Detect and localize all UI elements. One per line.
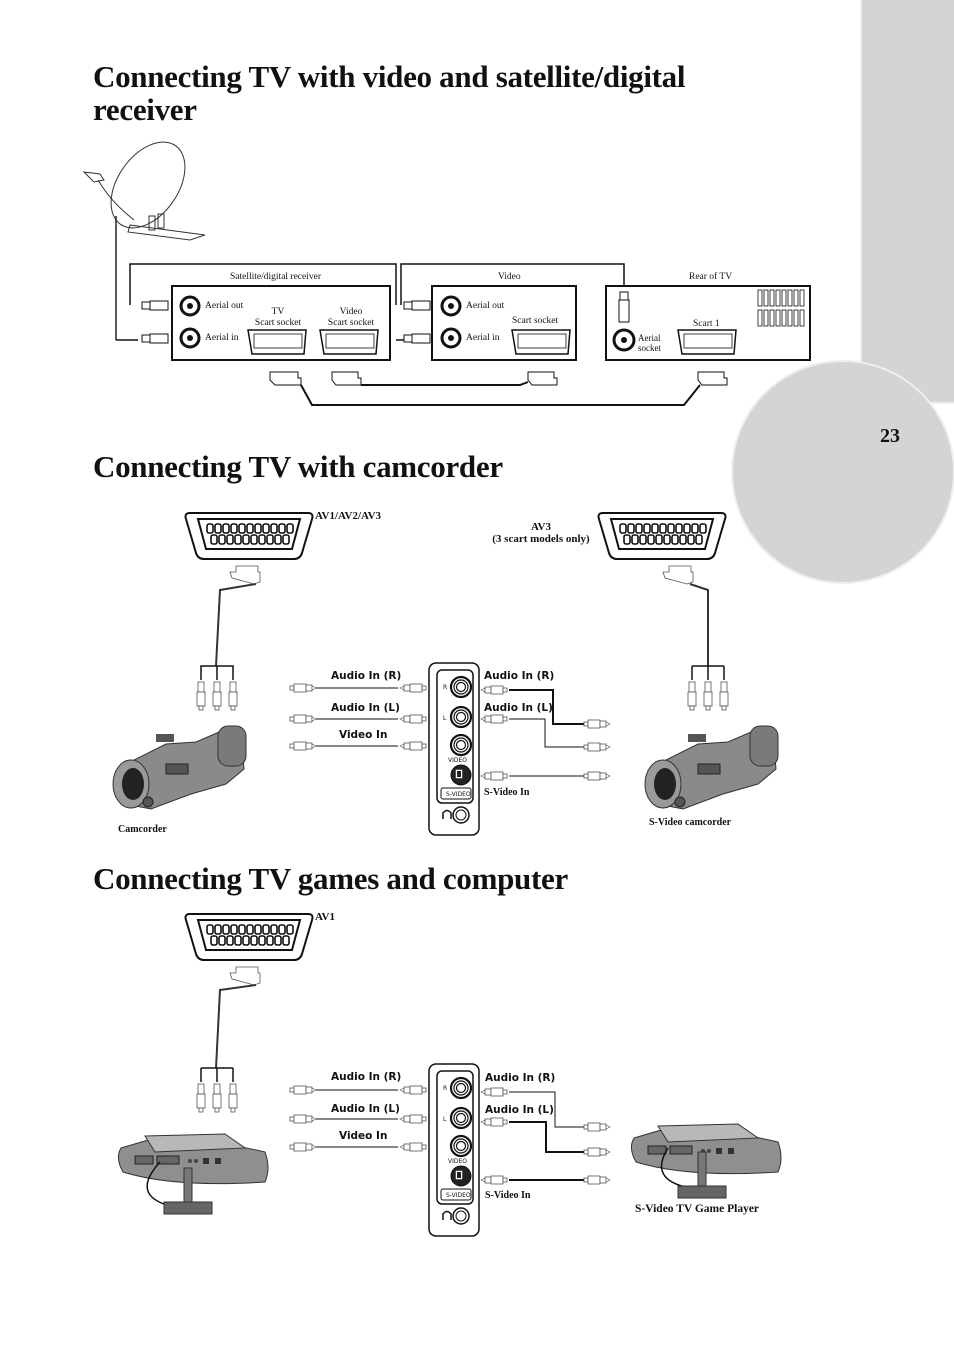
receiver-label: Satellite/digital receiver xyxy=(230,272,322,282)
scart-plug-games xyxy=(229,966,261,986)
side-av-panel-games xyxy=(429,1064,479,1236)
panel-label-l: L xyxy=(443,715,447,722)
section-title-satellite: Connecting TV with video and satellite/d… xyxy=(93,59,686,127)
games-panel-label-video: VIDEO xyxy=(448,1158,468,1165)
device-label-camcorder: Camcorder xyxy=(118,824,167,835)
games-cable-label-audio-r-right: Audio In (R) xyxy=(485,1072,556,1084)
games-panel-label-svideo: S-VIDEO xyxy=(446,1192,471,1199)
page-number-circle xyxy=(731,360,954,584)
scart-plug-left xyxy=(229,565,261,585)
games-cable-label-audio-l-left: Audio In (L) xyxy=(331,1103,400,1115)
scart-plug-icons xyxy=(269,371,728,386)
camcorder-icon xyxy=(112,725,247,810)
section-title-games: Connecting TV games and computer xyxy=(93,861,568,896)
video-aerial-out: Aerial out xyxy=(466,301,505,311)
receiver-aerial-out: Aerial out xyxy=(205,301,244,311)
scart-socket-av123 xyxy=(184,512,314,560)
tv-vent-grille xyxy=(757,289,805,327)
device-label-svideo-camcorder: S-Video camcorder xyxy=(649,817,732,828)
panel-label-video: VIDEO xyxy=(448,757,468,764)
tv-aerial-socket-label: Aerial socket xyxy=(638,333,661,353)
receiver-video-scart-label: Video Scart socket xyxy=(327,307,375,328)
svideo-camcorder-icon xyxy=(644,725,779,810)
satellite-dish-icon xyxy=(82,141,206,340)
receiver-aerial-in: Aerial in xyxy=(205,333,239,343)
video-scart-label: Scart socket xyxy=(512,316,559,326)
cable-label-audio-l-right: Audio In (L) xyxy=(484,702,553,714)
right-rca-cables xyxy=(480,685,611,781)
games-panel-label-l: L xyxy=(443,1116,447,1123)
aerial-plug-icons xyxy=(141,291,630,344)
cable-label-svideo-in: S-Video In xyxy=(484,787,530,798)
left-rca-cables xyxy=(289,683,427,751)
tv-scart1-label: Scart 1 xyxy=(693,319,720,329)
panel-label-r: R xyxy=(443,684,448,691)
games-left-rca-cables xyxy=(289,1085,427,1152)
scart-label-av123: AV1/AV2/AV3 xyxy=(315,510,382,522)
scart-socket-icons xyxy=(247,329,737,355)
scart-plug-right xyxy=(662,565,694,585)
receiver-tv-scart-label: TV Scart socket xyxy=(254,307,302,328)
games-cable-label-audio-r-left: Audio In (R) xyxy=(331,1071,402,1083)
section-title-camcorder: Connecting TV with camcorder xyxy=(93,449,503,484)
device-label-svideo-game-player: S-Video TV Game Player xyxy=(635,1203,760,1215)
scart-socket-av3 xyxy=(597,512,727,560)
scart-cables xyxy=(300,381,701,406)
cable-label-audio-l-left: Audio In (L) xyxy=(331,702,400,714)
games-cable-label-svideo-in: S-Video In xyxy=(485,1190,531,1201)
tv-rear-label: Rear of TV xyxy=(689,272,733,282)
games-panel-label-r: R xyxy=(443,1085,448,1092)
scart-socket-av1 xyxy=(184,913,314,961)
games-cable-label-video-in: Video In xyxy=(339,1130,388,1142)
games-right-rca-cables xyxy=(480,1087,611,1185)
page-number: 23 xyxy=(880,425,900,447)
aerial-socket-icons xyxy=(179,295,636,352)
video-aerial-in: Aerial in xyxy=(466,333,500,343)
video-label: Video xyxy=(498,272,521,282)
scart-label-av1: AV1 xyxy=(315,911,335,923)
cable-label-audio-r-left: Audio In (R) xyxy=(331,670,402,682)
scart-label-av3: AV3 (3 scart models only) xyxy=(492,521,590,545)
game-console-icon xyxy=(117,1133,269,1215)
cable-label-video-in: Video In xyxy=(339,729,388,741)
side-tab xyxy=(860,0,954,404)
svideo-game-player-icon xyxy=(630,1123,782,1199)
side-av-panel xyxy=(429,663,479,835)
panel-label-svideo: S-VIDEO xyxy=(446,791,471,798)
games-cable-label-audio-l-right: Audio In (L) xyxy=(485,1104,554,1116)
cable-label-audio-r-right: Audio In (R) xyxy=(484,670,555,682)
